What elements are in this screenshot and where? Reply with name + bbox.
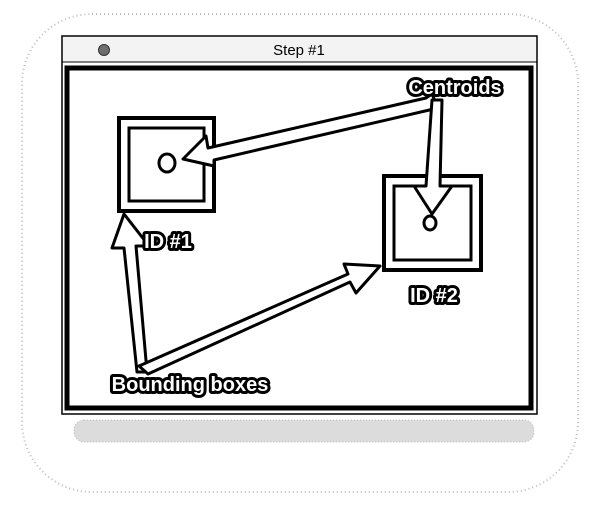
close-dot-icon[interactable]	[98, 44, 110, 56]
callout-centroids: Centroids	[408, 77, 501, 99]
arrow-to-centroid-1	[181, 92, 440, 168]
centroid-arrows	[181, 92, 454, 216]
arrow-to-bounding-box-1	[110, 212, 151, 374]
centroid-1	[157, 152, 177, 174]
window-title: Step #1	[273, 42, 325, 59]
window-shadow	[73, 419, 535, 443]
object-1	[117, 116, 216, 213]
callout-bounding-boxes: Bounding boxes	[112, 374, 269, 396]
background-halo	[21, 13, 579, 493]
arrow-to-centroid-2	[412, 98, 454, 216]
centroid-2	[422, 214, 438, 232]
bounding-box-arrows	[110, 212, 382, 376]
object-1-id-label: ID #1	[144, 231, 192, 253]
title-bar	[63, 37, 536, 62]
object-2-id-label: ID #2	[410, 285, 458, 307]
arrow-to-bounding-box-2	[137, 262, 382, 376]
